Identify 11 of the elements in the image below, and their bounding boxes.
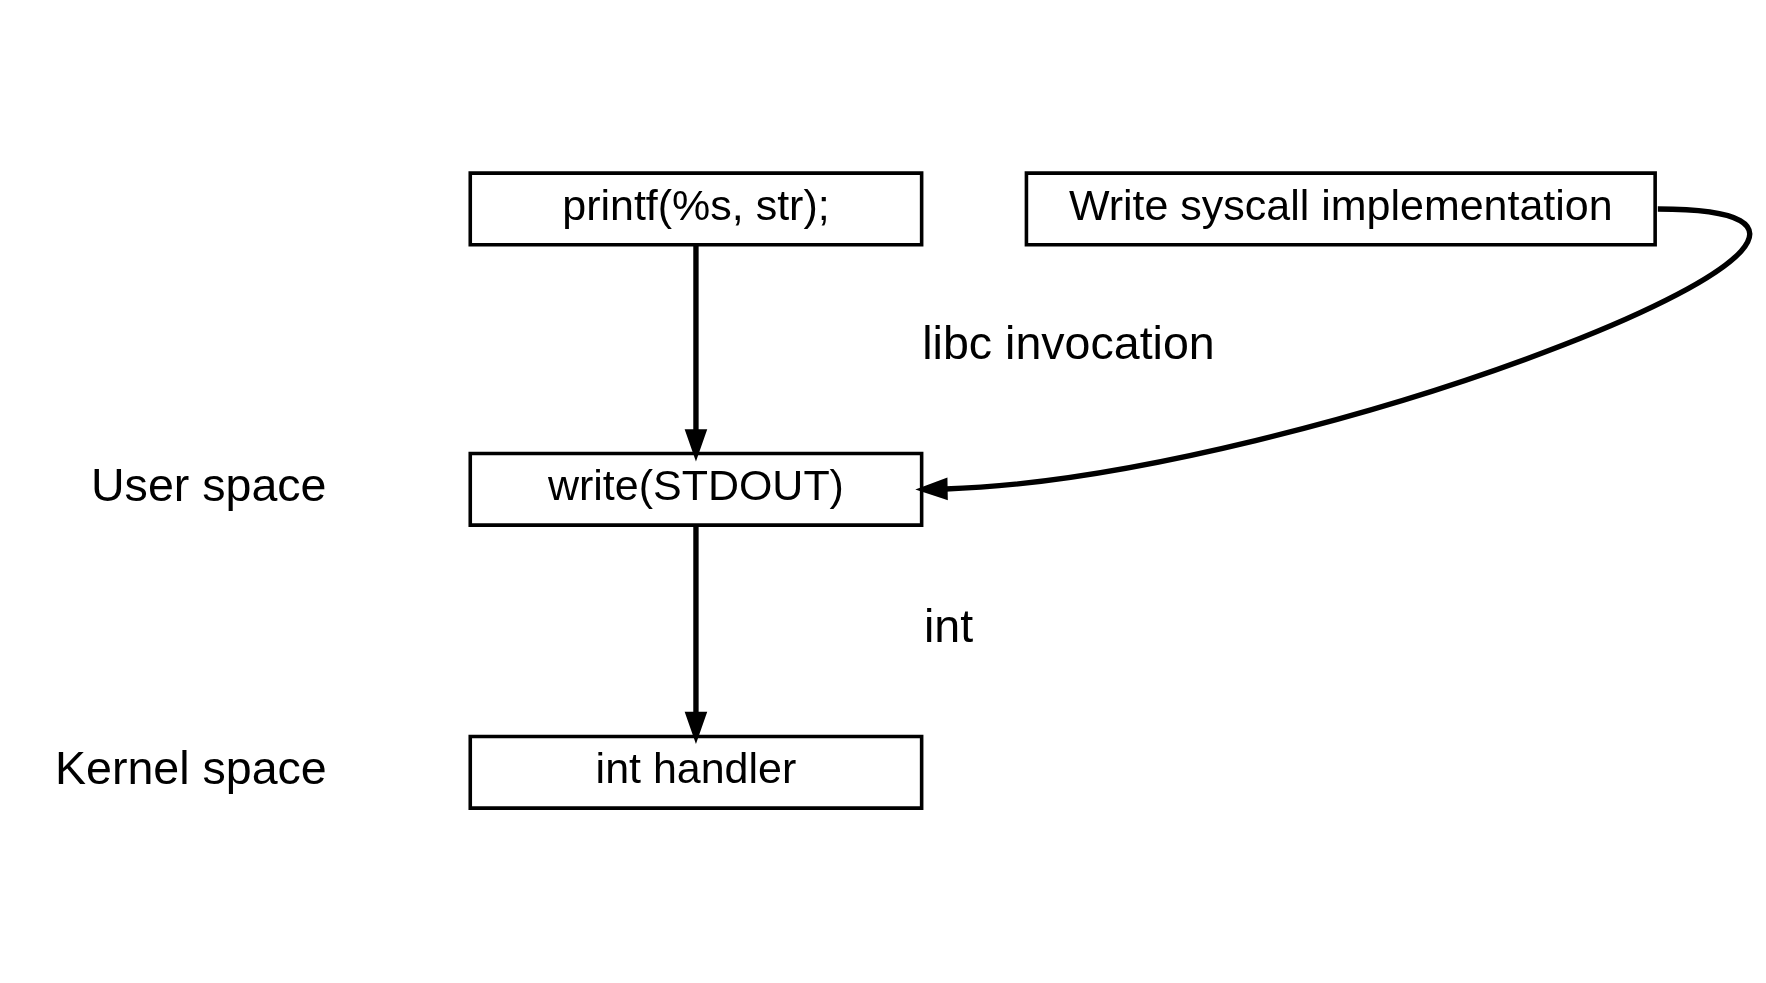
node-box: Write syscall implementation bbox=[1024, 170, 1657, 247]
label: int bbox=[923, 599, 974, 652]
arrow bbox=[684, 244, 708, 462]
arrow bbox=[684, 524, 708, 744]
node-box: printf(%s, str); bbox=[468, 170, 924, 247]
node-box: write(STDOUT) bbox=[468, 451, 924, 527]
label: Kernel space bbox=[54, 741, 327, 794]
arrow bbox=[915, 205, 1750, 500]
node-box: int handler bbox=[468, 734, 924, 810]
label: libc invocation bbox=[922, 316, 1215, 369]
label: User space bbox=[90, 458, 327, 511]
